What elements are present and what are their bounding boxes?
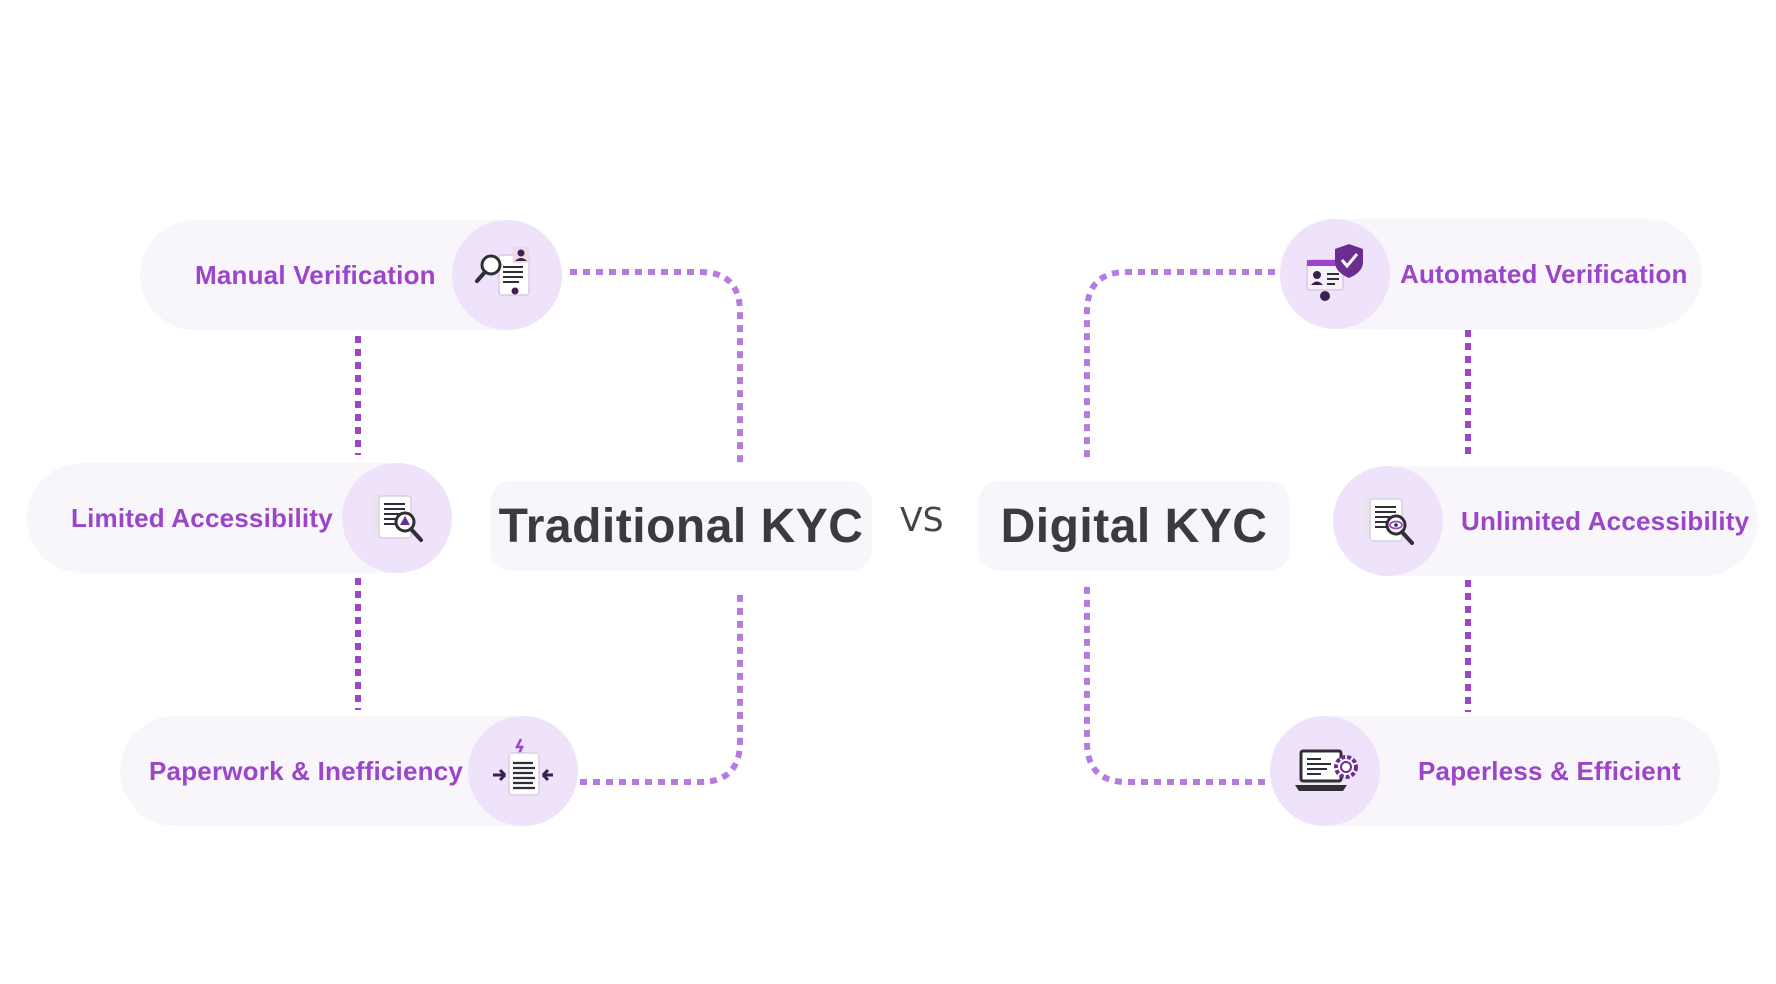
laptop-gear-icon	[1270, 716, 1380, 826]
digital-kyc-title: Digital KYC	[978, 481, 1290, 571]
item-label: Paperless & Efficient	[1418, 755, 1681, 786]
item-label: Automated Verification	[1400, 258, 1688, 289]
item-label: Manual Verification	[195, 259, 436, 290]
item-limited-accessibility: Limited Accessibility	[27, 463, 452, 573]
item-automated-verification: Automated Verification	[1280, 219, 1702, 329]
connector-dig-top	[1084, 269, 1275, 460]
document-compress-icon	[468, 716, 578, 826]
item-label: Limited Accessibility	[71, 502, 333, 533]
document-view-icon	[1333, 466, 1443, 576]
item-paperless-efficient: Paperless & Efficient	[1270, 716, 1720, 826]
item-unlimited-accessibility: Unlimited Accessibility	[1333, 466, 1758, 576]
vs-label: VS	[900, 500, 944, 539]
connector-trad-bottom	[580, 590, 743, 785]
traditional-kyc-title: Traditional KYC	[490, 481, 872, 571]
document-search-icon	[452, 220, 562, 330]
document-warning-icon	[342, 463, 452, 573]
item-paperwork-inefficiency: Paperwork & Inefficiency	[120, 716, 578, 826]
item-manual-verification: Manual Verification	[140, 220, 562, 330]
item-label: Unlimited Accessibility	[1461, 505, 1750, 536]
connector-dig-bottom	[1084, 585, 1265, 785]
connector-trad-top	[570, 269, 743, 465]
item-label: Paperwork & Inefficiency	[149, 755, 464, 786]
id-shield-check-icon	[1280, 219, 1390, 329]
